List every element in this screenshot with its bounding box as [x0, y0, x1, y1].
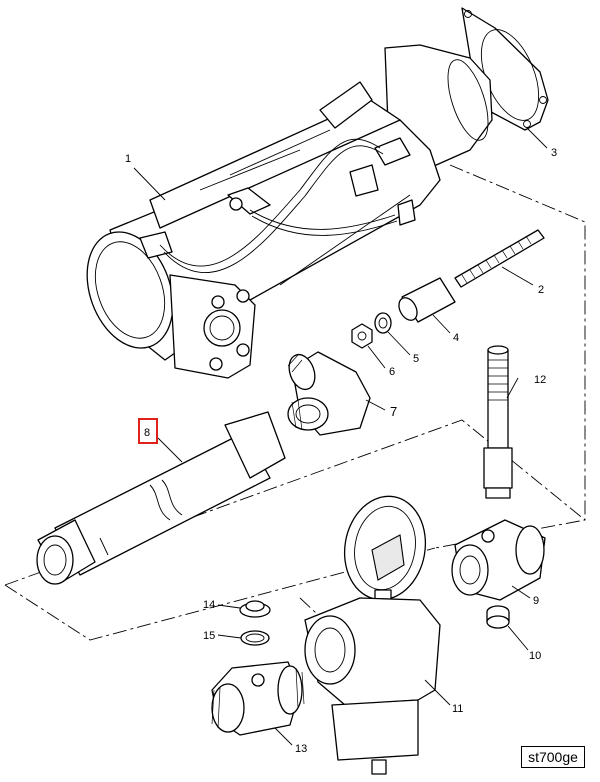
callout-3: 3: [551, 147, 557, 159]
part-8-hose-assembly: [36, 411, 286, 585]
part-12-threaded-pin: [483, 345, 513, 499]
callout-13: 13: [295, 743, 307, 755]
part-6-nut: [351, 323, 373, 349]
leader-lines: [133, 127, 548, 746]
part-9-tee-fitting: [451, 519, 546, 601]
callout-8: 8: [144, 427, 150, 439]
part-10-plug: [486, 605, 510, 629]
callout-7: 7: [390, 404, 397, 419]
callout-4: 4: [453, 332, 459, 344]
part-15-o-ring: [240, 630, 270, 646]
callout-5: 5: [413, 353, 419, 365]
callout-14: 14: [203, 599, 215, 611]
part-14-screw-plug: [239, 600, 271, 618]
callout-1: 1: [125, 153, 131, 165]
part-4-spacer-sleeve: [398, 277, 456, 323]
callout-10: 10: [529, 650, 541, 662]
reference-code-label: st700ge: [521, 746, 585, 768]
callout-6: 6: [389, 366, 395, 378]
callout-12: 12: [534, 374, 546, 386]
part-2-threaded-rod: [454, 229, 545, 288]
part-5-washer: [374, 312, 392, 334]
callout-15: 15: [203, 630, 215, 642]
callouts: 1 2 3 4 5 6 7 8 9 10 11 12 13 14 15: [125, 147, 557, 755]
part-7-elbow-fitting: [287, 351, 371, 436]
part-1-motor-housing: [86, 44, 493, 379]
callout-8-highlight-box: [138, 418, 158, 444]
part-11-gauge-housing: [304, 495, 441, 775]
callout-9: 9: [533, 595, 539, 607]
callout-11: 11: [452, 703, 463, 715]
part-13-adapter-fitting: [211, 661, 305, 736]
callout-2: 2: [538, 284, 544, 296]
